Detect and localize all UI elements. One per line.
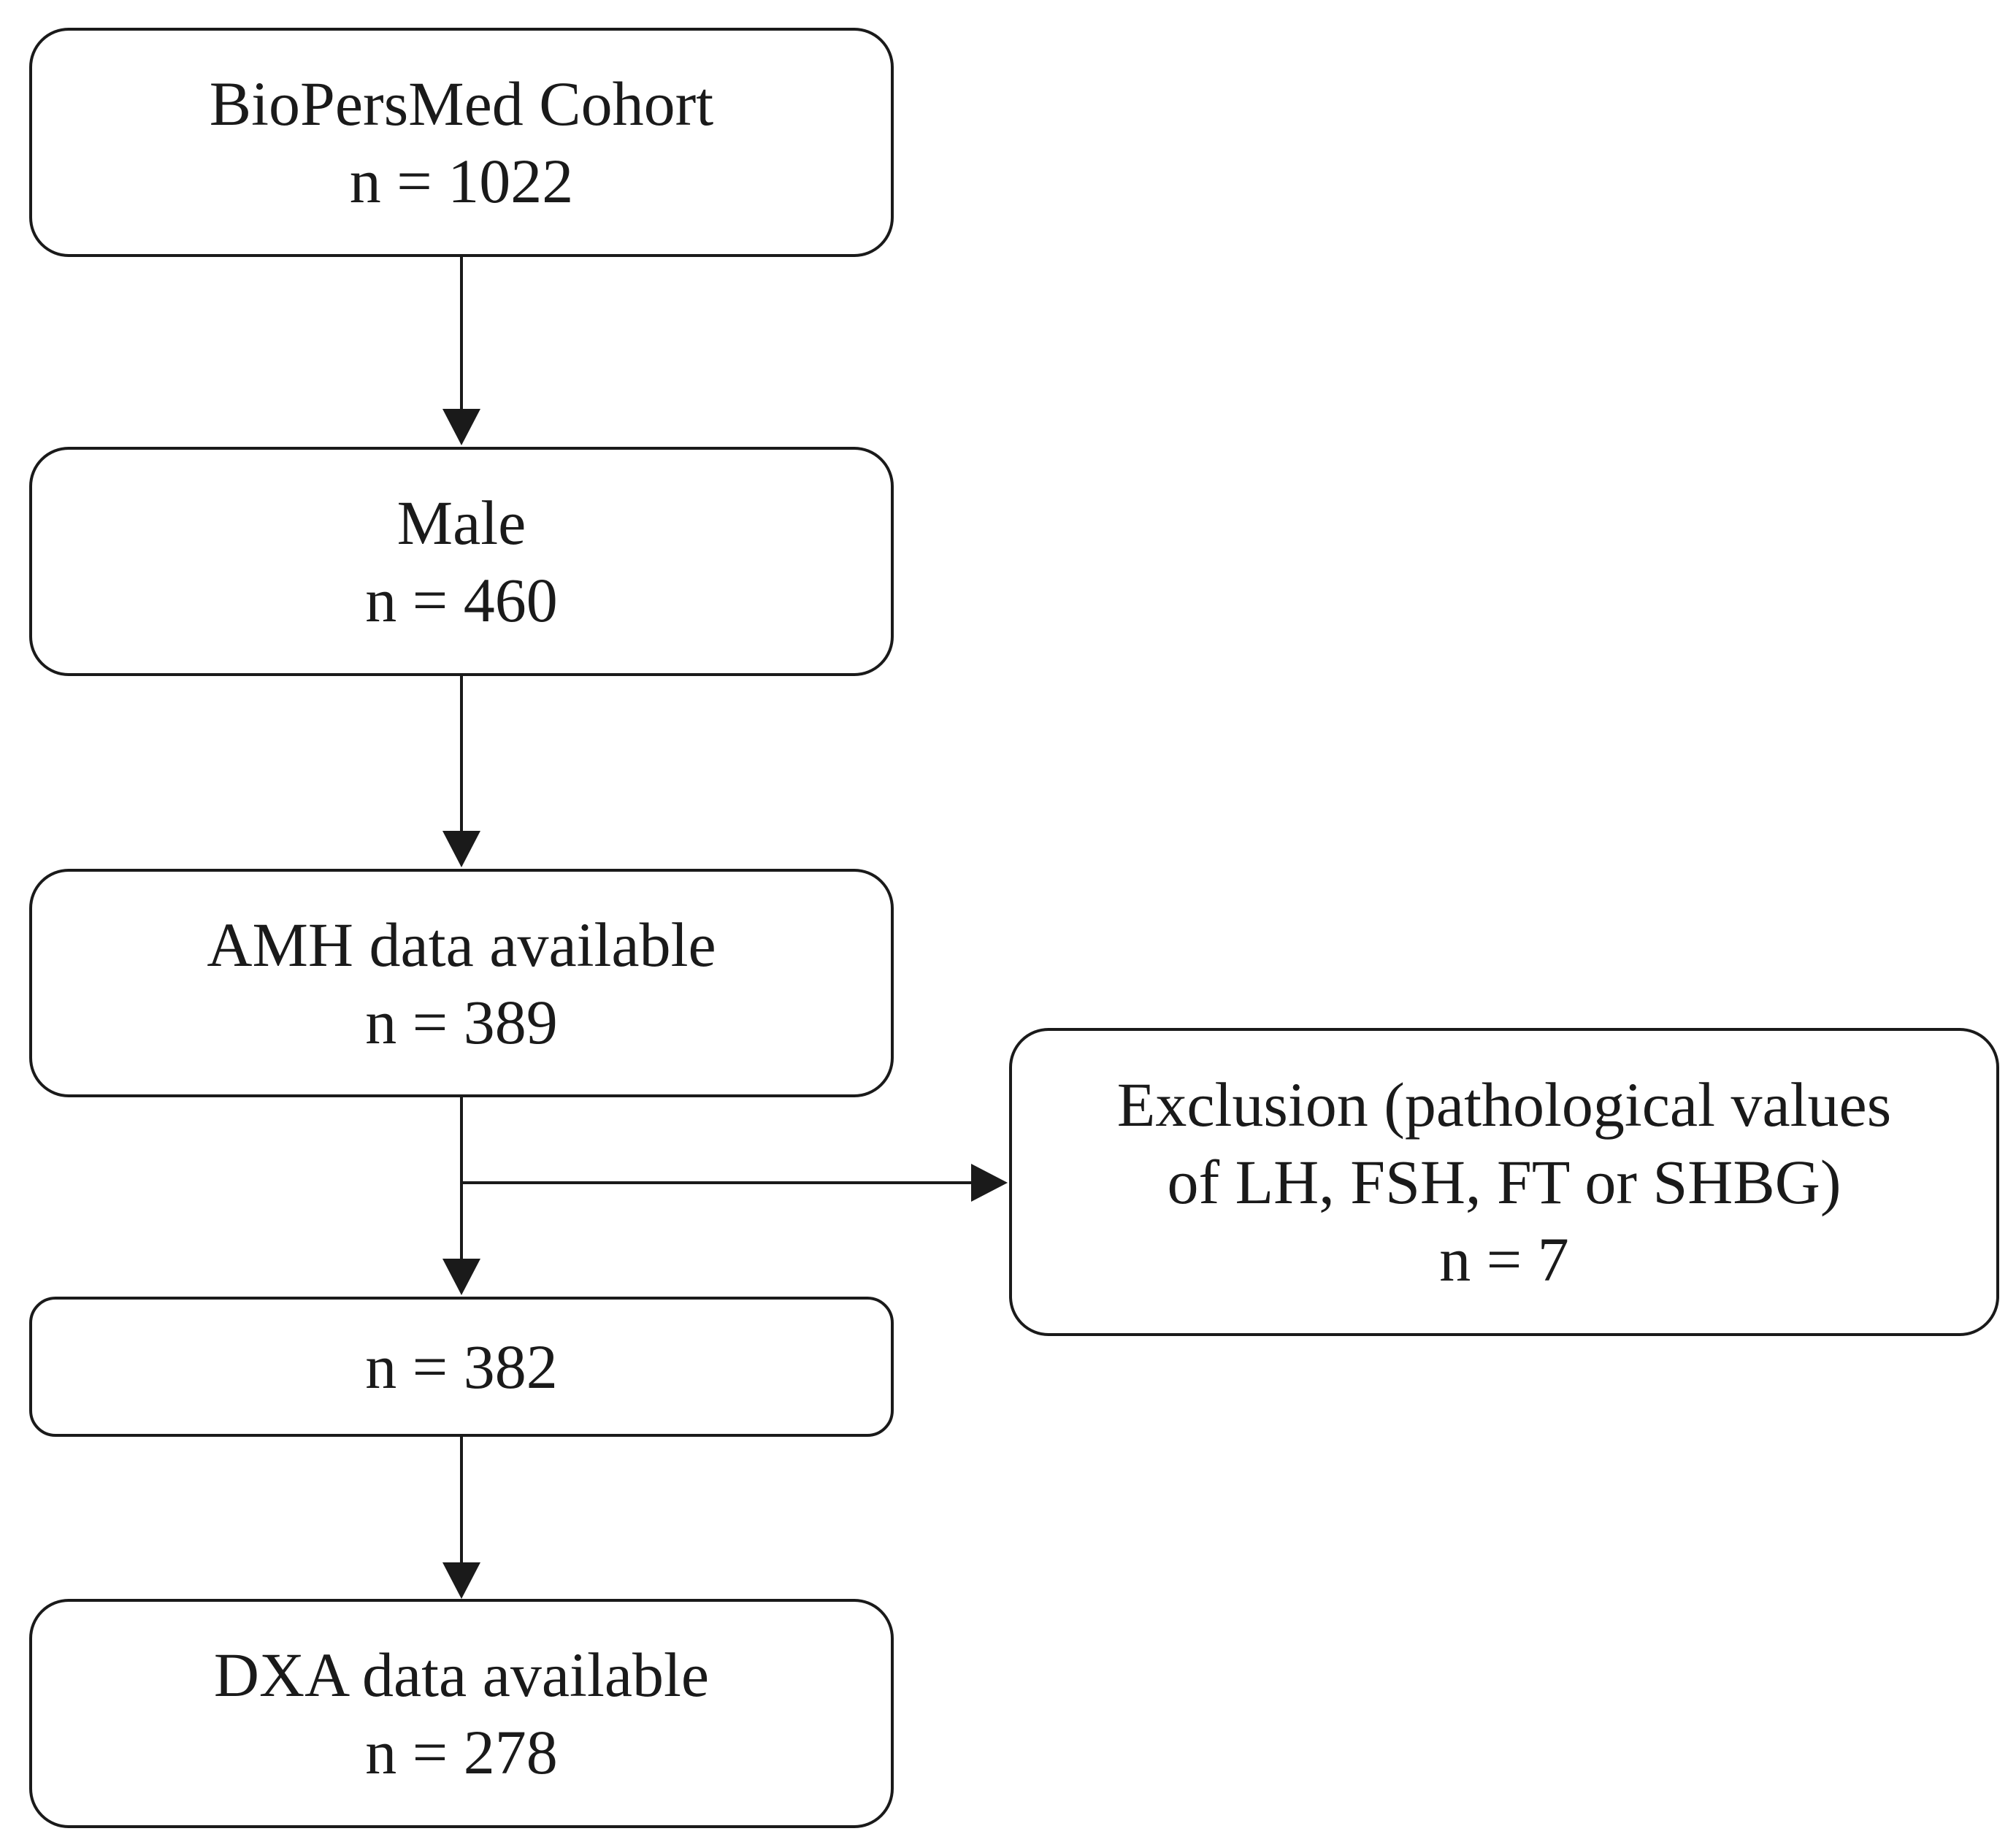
exclusion-line2: of LH, FSH, FT or SHBG) (1167, 1147, 1841, 1217)
amh-box: AMH data available n = 389 (29, 869, 894, 1097)
remaining-box: n = 382 (29, 1297, 894, 1437)
exclusion-line1: Exclusion (pathological values (1116, 1070, 1892, 1140)
male-count: n = 460 (365, 565, 558, 635)
arrowhead-male (442, 409, 480, 445)
amh-title: AMH data available (207, 909, 716, 980)
arrowhead-remaining (442, 1259, 480, 1295)
cohort-title: BioPersMed Cohort (209, 69, 714, 139)
dxa-title: DXA data available (213, 1640, 710, 1710)
arrowhead-amh (442, 831, 480, 867)
exclusion-count: n = 7 (1439, 1224, 1569, 1294)
male-title: Male (396, 488, 526, 558)
male-box: Male n = 460 (29, 447, 894, 676)
dxa-count: n = 278 (365, 1717, 558, 1787)
cohort-count: n = 1022 (349, 146, 574, 216)
arrowhead-exclusion (971, 1164, 1008, 1202)
exclusion-box: Exclusion (pathological values of LH, FS… (1009, 1028, 1999, 1336)
arrowhead-dxa (442, 1562, 480, 1599)
dxa-box: DXA data available n = 278 (29, 1599, 894, 1828)
amh-count: n = 389 (365, 986, 558, 1057)
cohort-box: BioPersMed Cohort n = 1022 (29, 28, 894, 257)
remaining-count: n = 382 (365, 1332, 558, 1402)
